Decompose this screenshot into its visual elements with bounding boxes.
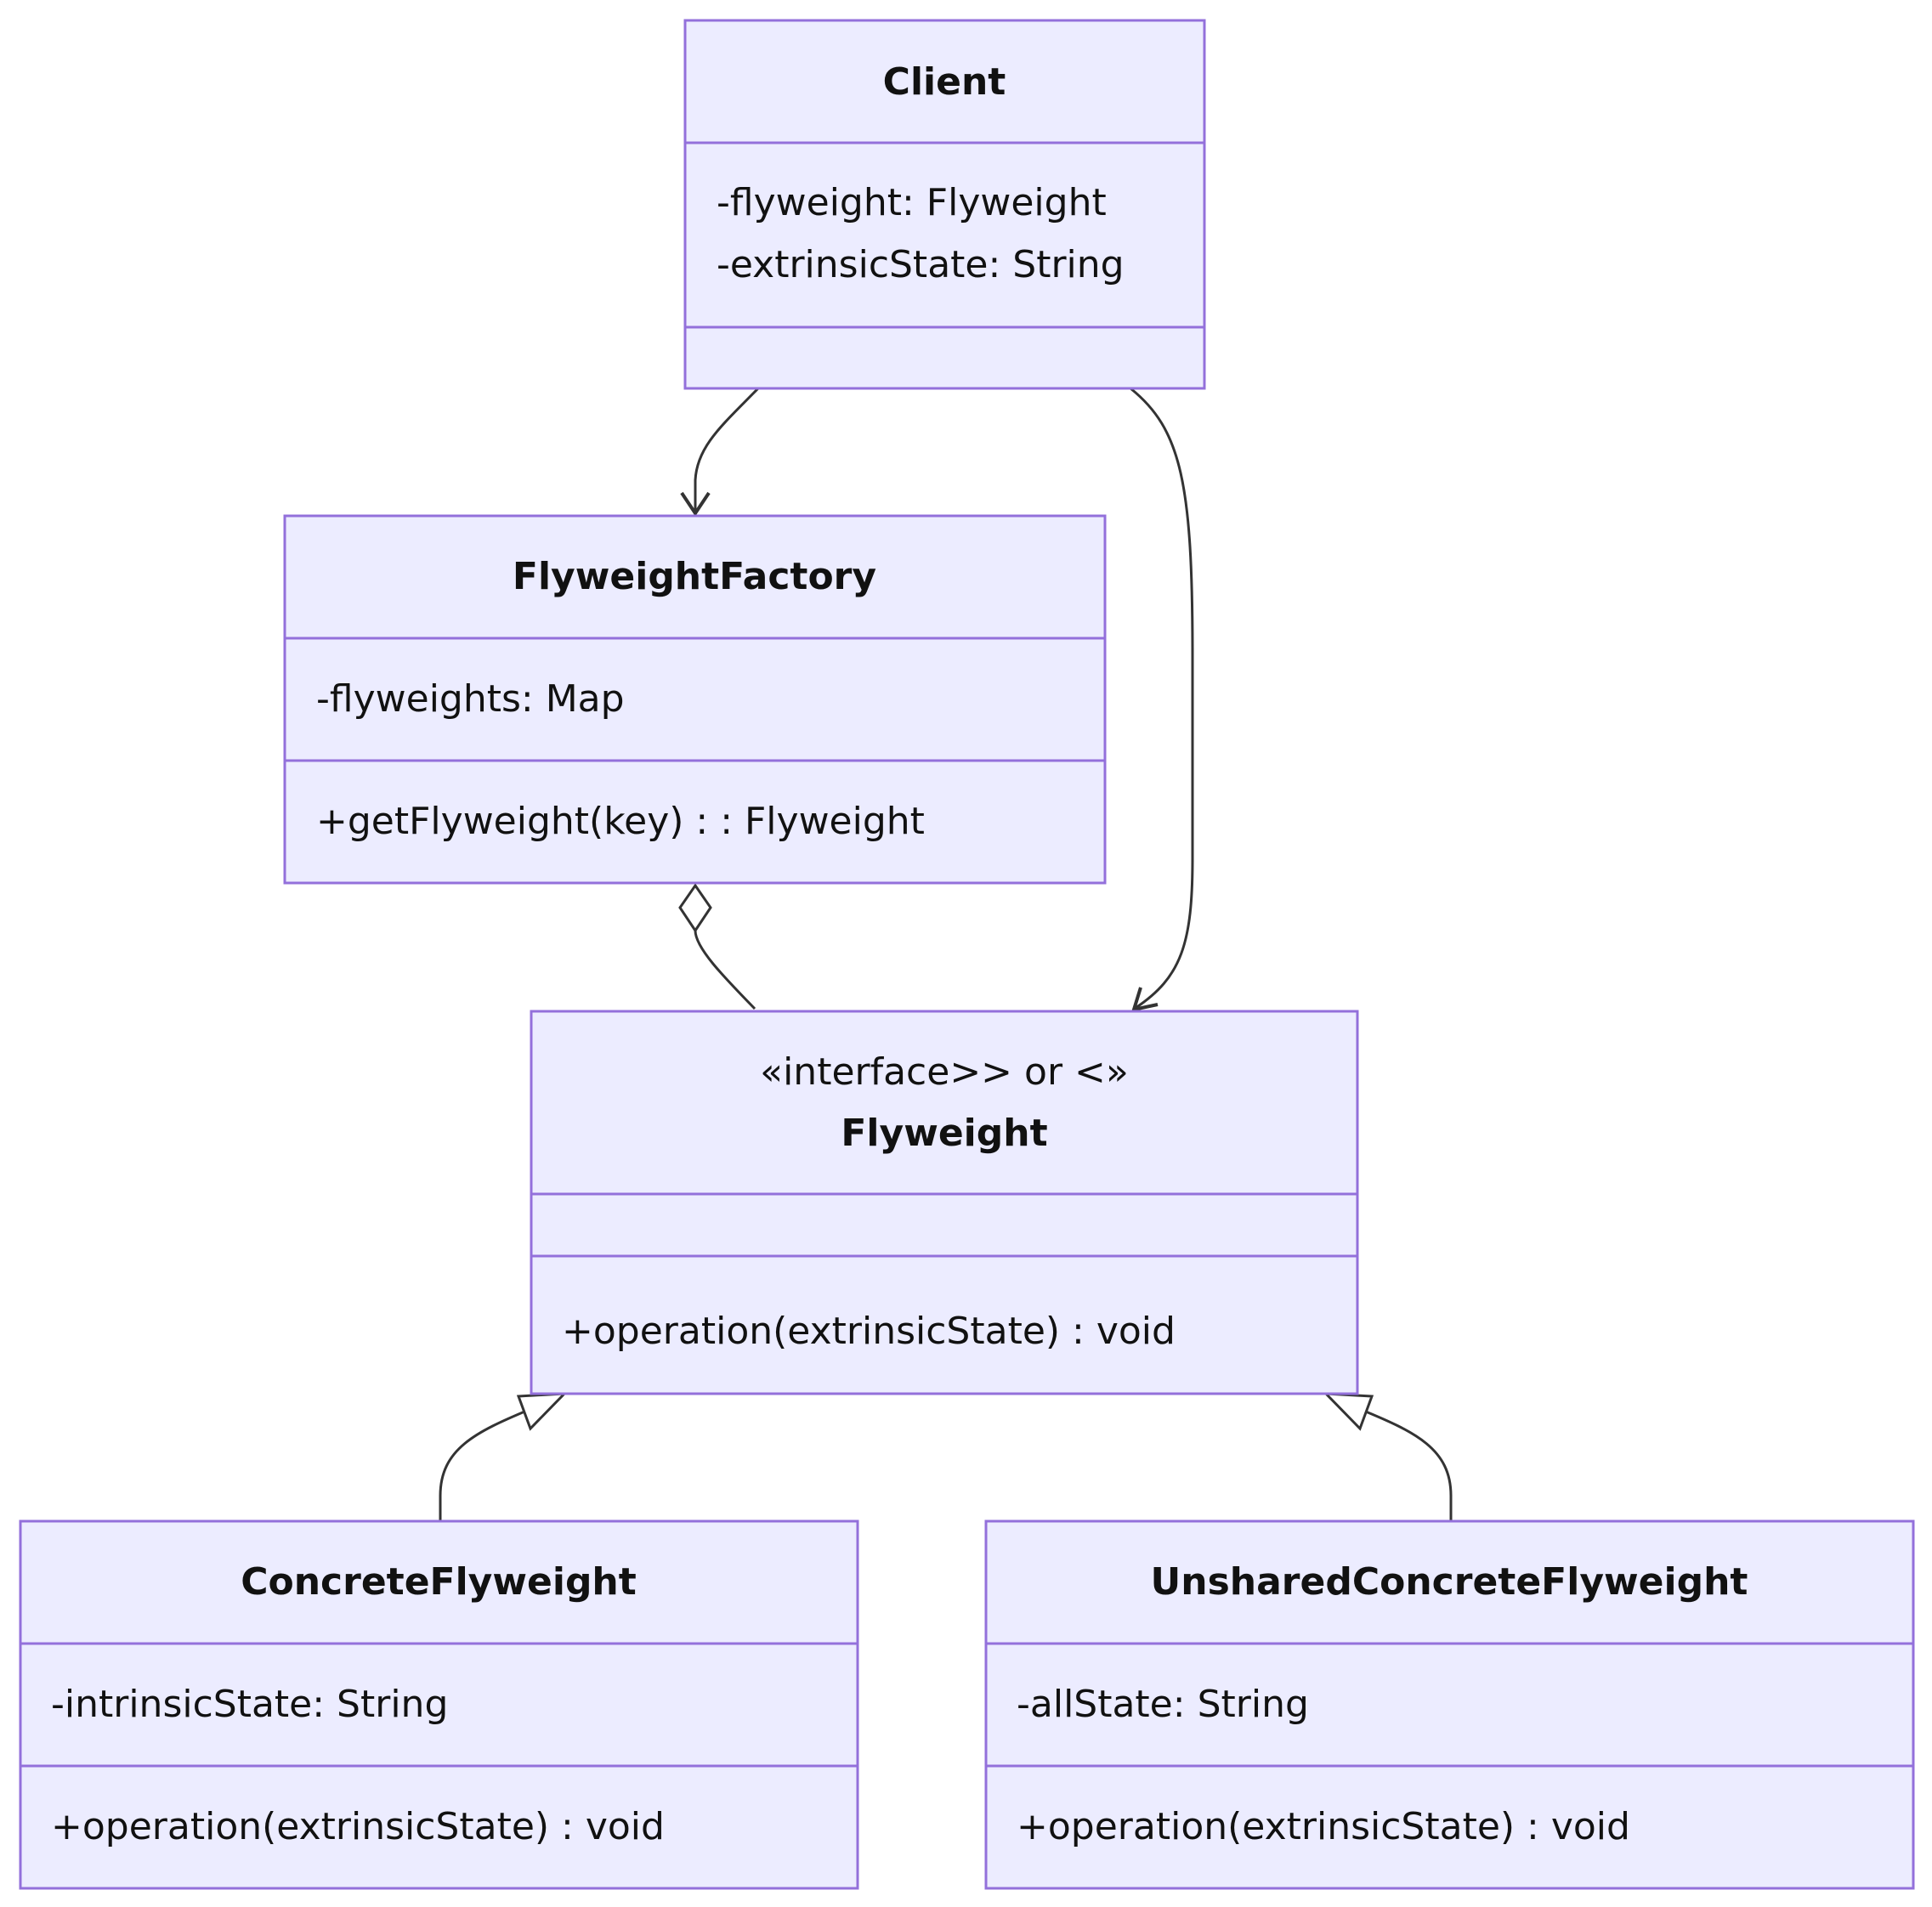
class-flyweight-method: +operation(extrinsicState) : void <box>562 1310 1176 1353</box>
inheritance-triangle-right <box>1323 1392 1374 1431</box>
edge-factory-aggregates-flyweight <box>694 930 756 1010</box>
edges <box>439 387 1453 1521</box>
edge-client-to-factory <box>694 387 760 512</box>
edge-unshared-inherits-flyweight <box>1361 1408 1453 1521</box>
class-flyweight-factory-box <box>283 514 1107 885</box>
class-concrete-flyweight-method: +operation(extrinsicState) : void <box>51 1805 665 1848</box>
aggregation-diamond <box>678 883 712 933</box>
class-client-attribute: -flyweight: Flyweight <box>717 181 1107 224</box>
class-flyweight-factory-attribute: -flyweights: Map <box>316 677 625 721</box>
edge-client-to-factory-arrowhead <box>680 491 711 517</box>
class-concrete-flyweight-box <box>19 1519 859 1890</box>
class-unshared-concrete-flyweight: UnsharedConcreteFlyweight -allState: Str… <box>984 1519 1915 1890</box>
class-flyweight: «interface>> or <» Flyweight +operation(… <box>530 1010 1359 1395</box>
class-concrete-flyweight-attribute: -intrinsicState: String <box>51 1683 448 1726</box>
class-unshared-concrete-flyweight-name: UnsharedConcreteFlyweight <box>1151 1560 1748 1604</box>
class-flyweight-box <box>530 1010 1359 1395</box>
edge-client-to-flyweight-arrowhead <box>1131 987 1159 1012</box>
class-unshared-concrete-flyweight-attribute: -allState: String <box>1017 1683 1309 1726</box>
class-concrete-flyweight: ConcreteFlyweight -intrinsicState: Strin… <box>19 1519 859 1890</box>
class-concrete-flyweight-name: ConcreteFlyweight <box>241 1560 637 1604</box>
class-client-name: Client <box>883 60 1006 104</box>
inheritance-triangle-left <box>516 1392 568 1431</box>
class-unshared-concrete-flyweight-method: +operation(extrinsicState) : void <box>1017 1805 1630 1848</box>
class-flyweight-stereotype: «interface>> or <» <box>760 1050 1129 1094</box>
class-flyweight-factory-method: +getFlyweight(key) : : Flyweight <box>316 800 925 843</box>
class-flyweight-factory-name: FlyweightFactory <box>513 555 876 598</box>
class-unshared-concrete-flyweight-box <box>984 1519 1915 1890</box>
class-client-attribute: -extrinsicState: String <box>717 243 1125 286</box>
class-flyweight-name: Flyweight <box>841 1112 1047 1155</box>
edge-concrete-inherits-flyweight <box>439 1408 530 1521</box>
class-flyweight-factory: FlyweightFactory -flyweights: Map +getFl… <box>283 514 1107 885</box>
edge-client-to-flyweight <box>1130 387 1194 1010</box>
class-client: Client -flyweight: Flyweight -extrinsicS… <box>683 19 1206 390</box>
